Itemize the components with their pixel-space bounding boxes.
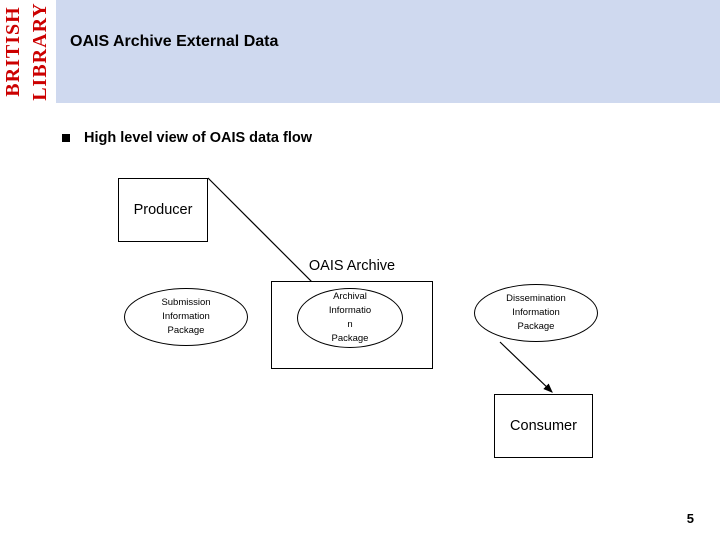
submission-information-package-ellipse: Submission Information Package [124,288,248,346]
dip-line-1: Dissemination [506,293,566,304]
page-title: OAIS Archive External Data [70,33,279,50]
sip-line-1: Submission [161,297,211,308]
aip-line-4: Package [331,333,369,344]
consumer-box: Consumer [494,394,593,458]
header-band [0,0,720,103]
oais-archive-label: OAIS Archive [308,258,396,274]
aip-line-1: Archival [333,291,367,302]
archival-information-package-ellipse: Archival Informatio n Package [297,288,403,348]
square-bullet-icon [62,134,70,142]
bullet-list-item: High level view of OAIS data flow [62,130,312,146]
sip-line-3: Package [167,325,205,336]
british-library-logo: BRITISH LIBRARY [0,0,56,103]
dip-line-3: Package [517,321,555,332]
dip-line-2: Information [512,307,560,318]
aip-line-2: Informatio [328,305,372,316]
page-number: 5 [686,511,694,526]
bullet-item-label: High level view of OAIS data flow [84,130,313,146]
producer-box: Producer [118,178,208,242]
sip-line-2: Information [162,311,210,322]
aip-line-3: n [347,319,353,330]
dissemination-information-package-ellipse: Dissemination Information Package [474,284,598,342]
